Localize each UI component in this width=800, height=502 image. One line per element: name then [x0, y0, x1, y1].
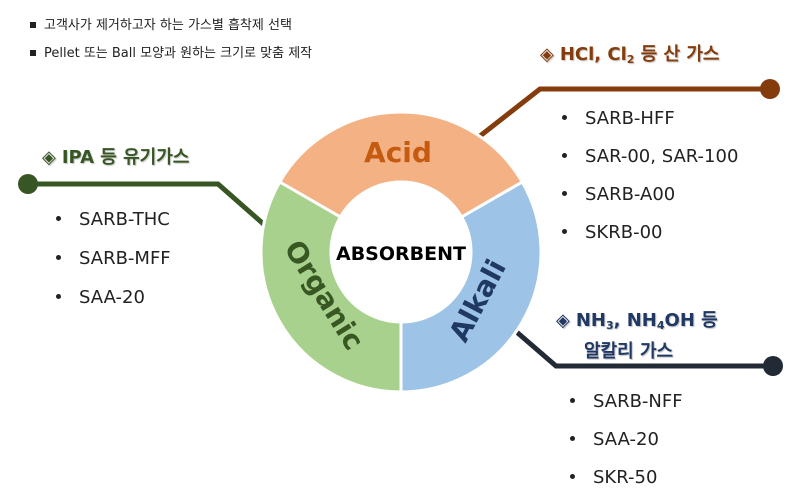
note-1: 고객사가 제거하고자 하는 가스별 흡착제 선택	[30, 14, 292, 33]
acid-label: Acid	[364, 136, 432, 169]
acid-connector-line	[478, 86, 770, 138]
acid-item: SAR-00, SAR-100	[562, 146, 738, 167]
center-hole	[333, 184, 469, 320]
organic-item: SAA-20	[56, 287, 145, 308]
diamond-icon: ◈	[540, 44, 554, 65]
alkali-item: SAA-20	[570, 429, 659, 450]
acid-item: SARB-HFF	[562, 108, 675, 129]
organic-item: SARB-THC	[56, 209, 170, 230]
acid-item: SARB-A00	[562, 184, 675, 205]
note-bullet	[30, 49, 36, 56]
alkali-item: SARB-NFF	[570, 391, 683, 412]
alkali-connector-end	[763, 356, 783, 376]
alkali-group-title: ◈NH3, NH4OH 등 알칼리 가스	[556, 310, 718, 362]
alkali-connector-line	[510, 326, 773, 369]
acid-item: SKRB-00	[562, 222, 662, 243]
note-bullet	[30, 21, 36, 28]
organic-segment	[259, 179, 403, 394]
organic-connector-line	[28, 181, 270, 230]
organic-connector-end	[18, 174, 38, 194]
diamond-icon: ◈	[556, 310, 570, 331]
organic-item: SARB-MFF	[56, 248, 171, 269]
organic-group-title: ◈IPA 등 유기가스	[42, 147, 190, 168]
center-label: ABSORBENT	[336, 243, 466, 265]
acid-segment	[277, 110, 525, 220]
acid-connector-end	[760, 79, 780, 99]
diamond-icon: ◈	[42, 147, 56, 168]
alkali-item: SKR-50	[570, 467, 657, 488]
note-2: Pellet 또는 Ball 모양과 원하는 크기로 맞춤 제작	[30, 42, 312, 61]
acid-group-title: ◈HCl, Cl2 등 산 가스	[540, 44, 720, 66]
alkali-segment	[399, 179, 543, 394]
